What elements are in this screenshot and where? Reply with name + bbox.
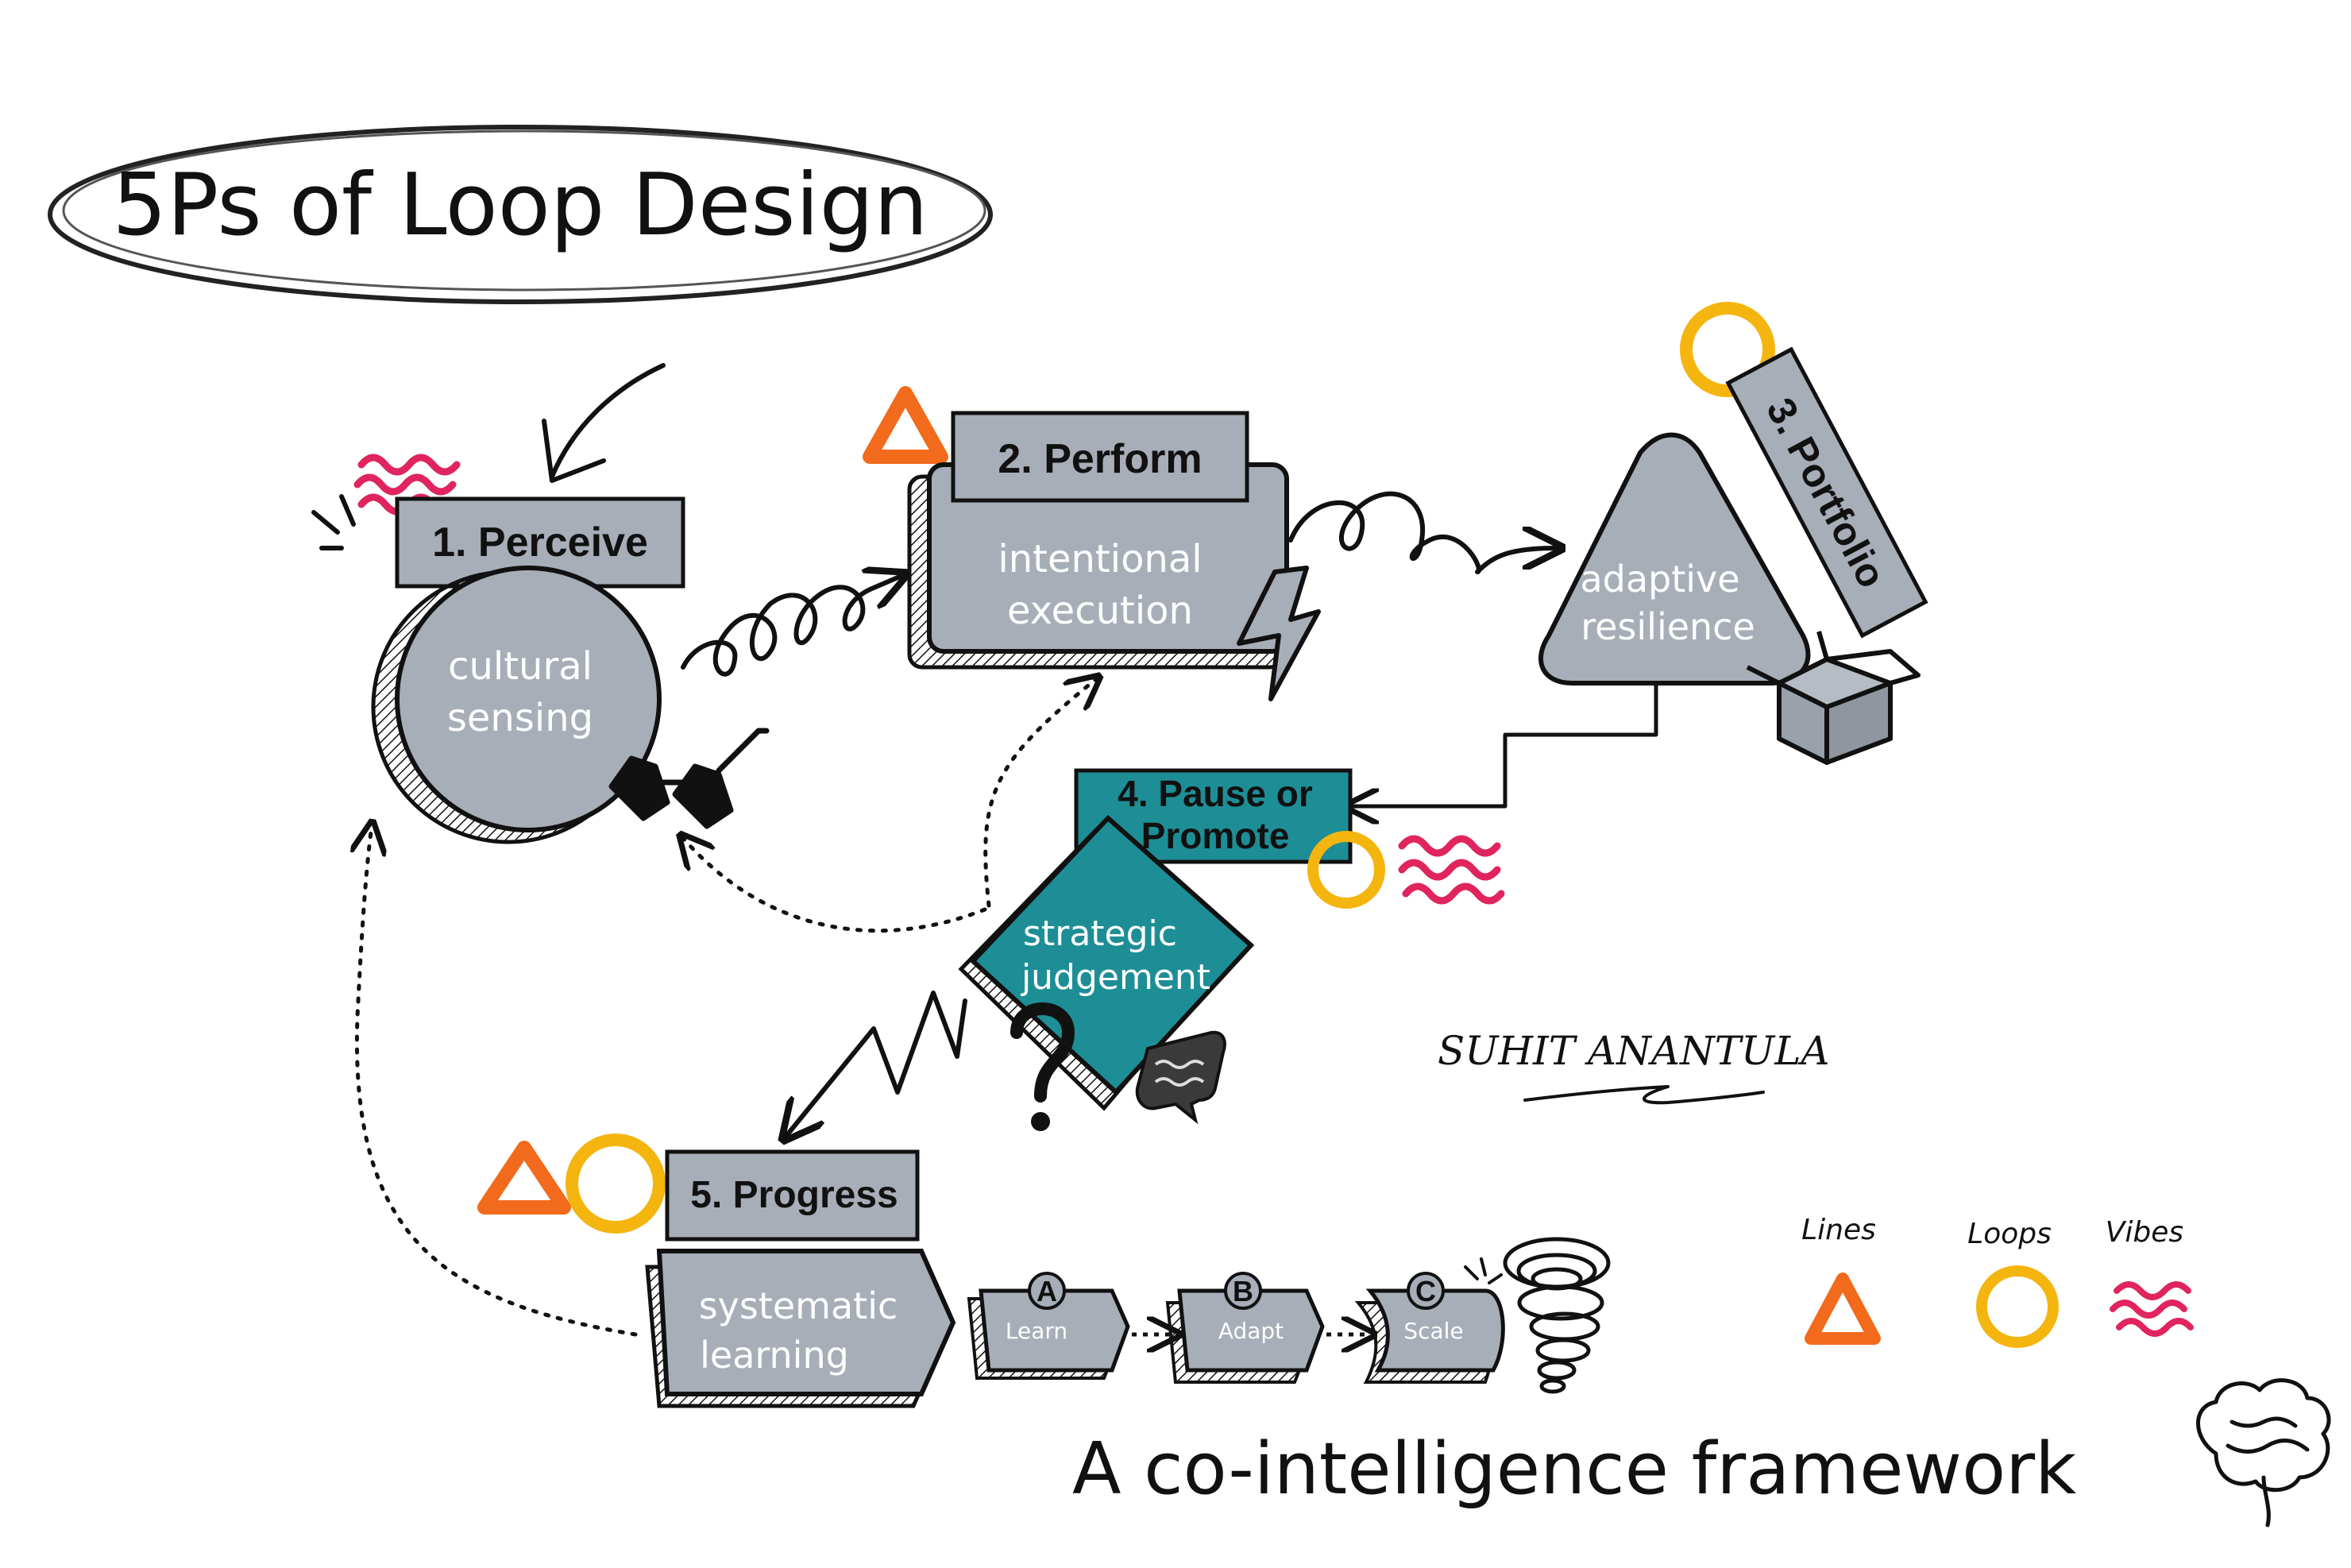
stage-diamond [969,814,1255,1096]
stage-portfolio: adaptive resilience 3. Portfolio [1538,302,1928,765]
lines-triangle-icon [863,386,948,464]
stage-label-box [665,1149,920,1242]
stage-description-line: execution [1007,589,1193,633]
chat-bubble-icon [1135,1030,1226,1125]
dotted-connector [357,826,638,1337]
stage-pause-promote: 4. Pause or Promote strategic judgement [958,768,1505,1131]
signature-block: SUHIT ANANTULA [1438,1028,1830,1105]
stage-description-line: cultural [448,644,593,689]
title-group: 5Ps of Loop Design [48,125,993,304]
steps-row: A Learn B Adapt C Scale [967,1237,1611,1394]
legend: Lines Loops Vibes [1801,1214,2194,1348]
step-label: Adapt [1218,1318,1284,1344]
step-connector [1350,681,1658,806]
stage-label: 2. Perform [998,436,1202,482]
tornado-icon [1503,1237,1611,1394]
step-shape [1365,1288,1505,1373]
stage-description-line: adaptive [1580,558,1739,601]
spark-icon [1464,1257,1503,1284]
stage-label-box [951,411,1249,503]
page-title: 5Ps of Loop Design [112,156,928,255]
loops-circle-icon [1680,302,1775,397]
signature-underline [1523,1085,1765,1105]
binoculars-icon [608,728,770,829]
page-subtitle: A co-intelligence framework [1072,1427,2076,1511]
step-label: Learn [1006,1318,1067,1344]
box-icon [1746,631,1921,765]
entry-arrow [550,363,666,479]
dotted-connector [983,679,1096,908]
stage-description-line: intentional [998,537,1202,581]
signature: SUHIT ANANTULA [1438,1028,1830,1074]
loop-connector [1288,491,1557,574]
stage-description-line: strategic [1023,913,1177,954]
title-ellipse-inner [62,129,986,292]
stage-description-line: learning [700,1334,849,1377]
stage-description-line: judgement [1021,957,1210,998]
vibes-squiggle-icon [1398,835,1505,905]
orange-triangle-icon [1805,1273,1881,1345]
step-scale: C Scale [1354,1257,1505,1384]
stage-label: 1. Perceive [432,519,648,566]
spring-connector [681,576,901,677]
step-letter: A [1037,1275,1057,1307]
step-letter: B [1233,1275,1253,1307]
yellow-circle-icon [1976,1265,2059,1348]
question-mark-icon [1010,1002,1075,1131]
stage-progress: 5. Progress systematic learning [477,1134,956,1408]
legend-label: Lines [1801,1214,1876,1246]
legend-item: Lines [1801,1214,1881,1345]
stage-circle [395,566,662,832]
title-ellipse [48,125,993,304]
step-shape [979,1288,1130,1373]
entry-arrow-head [542,419,606,483]
brain-icon [2196,1378,2331,1527]
stage-description-line: resilience [1581,605,1755,648]
lightning-icon [1237,566,1321,701]
loops-circle-icon [1307,831,1385,909]
legend-item: Vibes [2106,1216,2194,1337]
stage-label-line: 4. Pause or [1118,773,1313,814]
zigzag-connector [786,991,967,1136]
stage-description-line: systematic [699,1284,898,1327]
legend-label: Vibes [2106,1216,2183,1249]
stage-description-line: sensing [447,696,593,740]
lines-triangle-icon [477,1141,571,1215]
dotted-connector [683,838,987,933]
step-learn: A Learn [967,1272,1130,1380]
spark-icon [311,494,356,550]
step-letter-badge [1224,1272,1262,1310]
legend-label: Loops [1967,1218,2052,1250]
stage-pentagon [656,1249,956,1396]
loops-circle-icon [566,1134,666,1234]
legend-item: Loops [1967,1218,2059,1348]
pink-squiggle-icon [2110,1281,2194,1337]
stage-perform: 2. Perform intentional execution [863,386,1321,701]
step-shape [1177,1288,1325,1373]
step-letter-badge [1407,1272,1445,1310]
stage-label: 5. Progress [690,1174,898,1216]
step-label: Scale [1403,1318,1463,1344]
step-letter: C [1415,1275,1436,1307]
step-adapt: B Adapt [1165,1272,1325,1384]
stage-label-line: Promote [1141,815,1290,856]
step-letter-badge [1028,1272,1066,1310]
stage-perceive: 1. Perceive cultural sensing [311,363,770,844]
